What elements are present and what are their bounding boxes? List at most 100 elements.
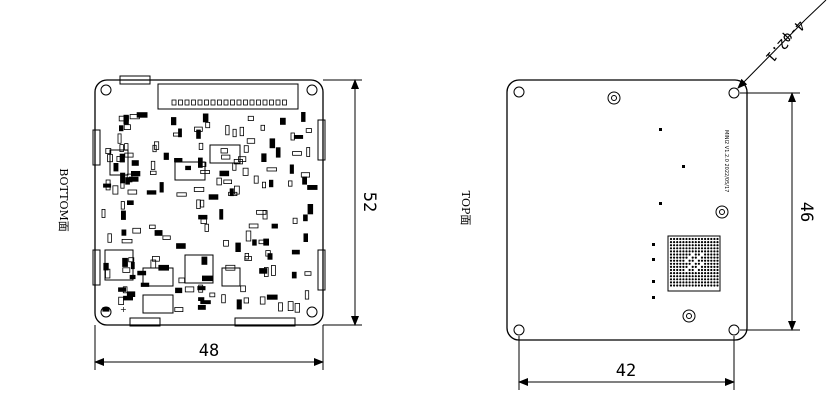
bottom-silkscreen: + — [120, 305, 127, 314]
bga-ball — [707, 256, 710, 259]
bga-ball — [713, 259, 716, 262]
bga-ball — [669, 256, 673, 259]
smd-component — [128, 257, 135, 263]
smd-component — [176, 243, 186, 249]
bga-ball — [697, 259, 701, 262]
smd-component — [229, 188, 234, 197]
smd-component — [129, 274, 136, 280]
bottom-side-connector — [317, 119, 326, 161]
smd-component — [201, 275, 213, 282]
bga-ball — [704, 253, 707, 256]
bga-ball — [688, 253, 691, 256]
bga-ball — [676, 284, 679, 287]
bga-ball — [676, 237, 679, 241]
top-pad — [652, 258, 655, 261]
smd-component — [200, 169, 210, 174]
bga-ball — [716, 241, 719, 244]
smd-component — [193, 186, 205, 192]
bga-ball — [679, 272, 682, 275]
bga-ball — [694, 241, 697, 244]
top-height-label: 46 — [796, 202, 816, 222]
bga-ball — [710, 278, 713, 281]
bga-ball — [688, 250, 691, 253]
connector-pin — [236, 99, 242, 106]
bga-ball — [676, 256, 679, 259]
smd-component — [124, 143, 129, 151]
smd-component — [120, 172, 126, 184]
bga-ball — [669, 237, 673, 241]
bga-ball — [688, 284, 691, 287]
smd-component — [178, 128, 182, 138]
bga-ball — [691, 247, 694, 250]
smd-component — [243, 145, 249, 153]
bga-ball — [682, 244, 685, 247]
smd-component — [209, 292, 216, 298]
connector-pin — [197, 99, 203, 106]
bga-ball — [707, 265, 710, 268]
smd-component — [129, 114, 140, 120]
smd-component — [120, 182, 125, 189]
bga-ball — [688, 262, 691, 265]
smd-component — [101, 208, 106, 218]
bga-ball — [673, 241, 676, 244]
bga-ball — [716, 278, 719, 281]
bga-ball — [716, 256, 719, 259]
bga-ball — [691, 265, 694, 268]
bga-ball — [694, 275, 697, 278]
bottom-connector — [119, 75, 151, 85]
smd-component — [119, 144, 124, 153]
smd-component — [304, 271, 312, 276]
bga-ball — [691, 275, 694, 278]
bga-ball — [694, 253, 697, 256]
smd-component — [151, 256, 160, 262]
bga-ball — [710, 253, 713, 256]
smd-component — [289, 164, 294, 174]
bga-ball — [713, 278, 716, 281]
bottom-side-connector — [317, 249, 326, 291]
bottom-view-label: BOTTOM面 — [57, 168, 70, 231]
bga-ball — [700, 241, 704, 244]
smd-component — [137, 270, 147, 276]
bga-ball — [700, 237, 704, 241]
smd-component — [278, 302, 283, 312]
bga-ball — [682, 265, 685, 268]
bga-ball — [691, 250, 694, 253]
top-pad — [659, 128, 662, 131]
top-mounting-hole — [513, 324, 525, 336]
bga-ball — [710, 256, 713, 259]
connector-pin — [243, 99, 248, 106]
smd-component — [221, 294, 226, 304]
smd-component — [279, 117, 286, 125]
bga-ball — [710, 241, 713, 244]
hole-callout-label: 4-φ2.1 — [762, 17, 808, 65]
smd-component — [306, 147, 311, 157]
bga-ball — [716, 281, 719, 284]
bga-ball — [707, 259, 710, 262]
bga-ball — [685, 275, 688, 278]
smd-component — [225, 125, 230, 136]
smd-component — [124, 152, 134, 158]
bga-ball — [694, 278, 697, 281]
smd-component — [291, 271, 297, 279]
bga-ball — [707, 275, 710, 278]
bga-ball — [669, 241, 673, 244]
smd-component — [247, 115, 254, 122]
bga-ball — [704, 250, 707, 253]
smd-component — [119, 153, 125, 163]
bga-ball — [676, 262, 679, 265]
smd-component — [132, 227, 141, 234]
smd-component — [293, 134, 304, 139]
bga-ball — [691, 241, 694, 244]
bga-ball — [673, 284, 676, 287]
smd-component — [102, 307, 110, 312]
top-width-label: 42 — [616, 361, 636, 381]
bottom-chip — [221, 267, 241, 287]
bga-ball — [685, 262, 688, 265]
bga-ball — [694, 244, 697, 247]
smd-component — [253, 175, 259, 184]
bga-ball — [676, 250, 679, 253]
smd-component — [236, 299, 242, 310]
bga-ball — [676, 244, 679, 247]
smd-component — [126, 173, 133, 183]
smd-component — [113, 162, 119, 172]
